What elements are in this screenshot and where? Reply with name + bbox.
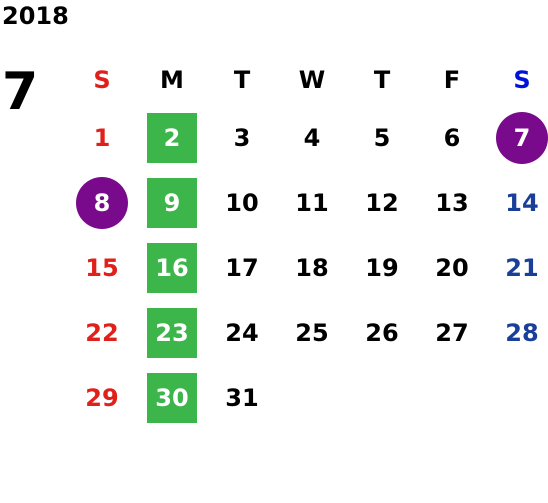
weekday-sunday: S	[93, 66, 111, 94]
day-cell[interactable]: 10	[207, 170, 277, 235]
day-number: 15	[85, 253, 119, 282]
day-number: 16	[147, 242, 197, 293]
day-cell-highlighted[interactable]: 9	[137, 170, 207, 235]
day-cell[interactable]: 27	[417, 300, 487, 365]
day-cell-highlighted[interactable]: 2	[137, 105, 207, 170]
weekday-thursday: T	[373, 66, 391, 94]
day-cell-highlighted[interactable]: 23	[137, 300, 207, 365]
day-number: 9	[147, 177, 197, 228]
day-number: 14	[505, 188, 539, 217]
weekday-saturday: S	[513, 66, 531, 94]
day-number: 1	[93, 123, 111, 152]
calendar-month: 7	[2, 62, 39, 122]
day-cell[interactable]: 18	[277, 235, 347, 300]
calendar-grid: S M T W T F S 1 2 3 4 5 6 7 8 9 10 11 12…	[67, 55, 548, 430]
day-cell[interactable]: 15	[67, 235, 137, 300]
day-number: 20	[435, 253, 469, 282]
day-number: 19	[365, 253, 399, 282]
day-number: 10	[225, 188, 259, 217]
day-cell[interactable]: 6	[417, 105, 487, 170]
day-number: 2	[147, 112, 197, 163]
day-number: 17	[225, 253, 259, 282]
day-cell[interactable]: 14	[487, 170, 548, 235]
day-cell-highlighted[interactable]: 30	[137, 365, 207, 430]
week-row: 29 30 31	[67, 365, 548, 430]
day-number: 27	[435, 318, 469, 347]
day-cell[interactable]: 22	[67, 300, 137, 365]
day-number	[286, 372, 338, 424]
day-cell[interactable]: 26	[347, 300, 417, 365]
day-cell-empty	[417, 365, 487, 430]
day-number: 7	[496, 111, 548, 164]
day-cell[interactable]: 24	[207, 300, 277, 365]
day-number: 24	[225, 318, 259, 347]
day-cell[interactable]: 1	[67, 105, 137, 170]
week-row: 15 16 17 18 19 20 21	[67, 235, 548, 300]
day-number: 12	[365, 188, 399, 217]
week-row: 8 9 10 11 12 13 14	[67, 170, 548, 235]
day-cell[interactable]: 28	[487, 300, 548, 365]
day-number: 26	[365, 318, 399, 347]
day-number: 6	[443, 123, 461, 152]
day-number: 11	[295, 188, 329, 217]
day-number	[356, 372, 408, 424]
day-cell[interactable]: 4	[277, 105, 347, 170]
day-number: 4	[303, 123, 321, 152]
weekday-friday: F	[443, 66, 461, 94]
day-number: 21	[505, 253, 539, 282]
day-number: 22	[85, 318, 119, 347]
day-cell-highlighted[interactable]: 16	[137, 235, 207, 300]
weekday-wednesday: W	[298, 66, 326, 94]
day-number: 18	[295, 253, 329, 282]
day-number	[496, 372, 548, 424]
day-number	[426, 372, 478, 424]
day-number: 29	[85, 383, 119, 412]
day-number: 5	[373, 123, 391, 152]
day-cell-empty	[487, 365, 548, 430]
weekday-tuesday: T	[233, 66, 251, 94]
day-cell[interactable]: 20	[417, 235, 487, 300]
weekday-monday: M	[160, 66, 184, 94]
day-cell[interactable]: 12	[347, 170, 417, 235]
day-cell[interactable]: 21	[487, 235, 548, 300]
day-number: 28	[505, 318, 539, 347]
day-cell[interactable]: 5	[347, 105, 417, 170]
day-cell[interactable]: 13	[417, 170, 487, 235]
day-number: 23	[147, 307, 197, 358]
day-number: 8	[76, 176, 128, 229]
day-number: 3	[233, 123, 251, 152]
day-cell[interactable]: 17	[207, 235, 277, 300]
week-row: 1 2 3 4 5 6 7	[67, 105, 548, 170]
week-row: 22 23 24 25 26 27 28	[67, 300, 548, 365]
day-cell[interactable]: 31	[207, 365, 277, 430]
day-cell[interactable]: 3	[207, 105, 277, 170]
day-number: 13	[435, 188, 469, 217]
weekday-header-row: S M T W T F S	[67, 55, 548, 105]
day-cell-empty	[277, 365, 347, 430]
day-cell[interactable]: 25	[277, 300, 347, 365]
day-cell-circled[interactable]: 7	[487, 105, 548, 170]
day-number: 31	[225, 383, 259, 412]
day-number: 30	[147, 372, 197, 423]
calendar-year: 2018	[2, 2, 69, 30]
day-cell[interactable]: 29	[67, 365, 137, 430]
day-cell-circled[interactable]: 8	[67, 170, 137, 235]
day-number: 25	[295, 318, 329, 347]
day-cell[interactable]: 11	[277, 170, 347, 235]
day-cell[interactable]: 19	[347, 235, 417, 300]
day-cell-empty	[347, 365, 417, 430]
